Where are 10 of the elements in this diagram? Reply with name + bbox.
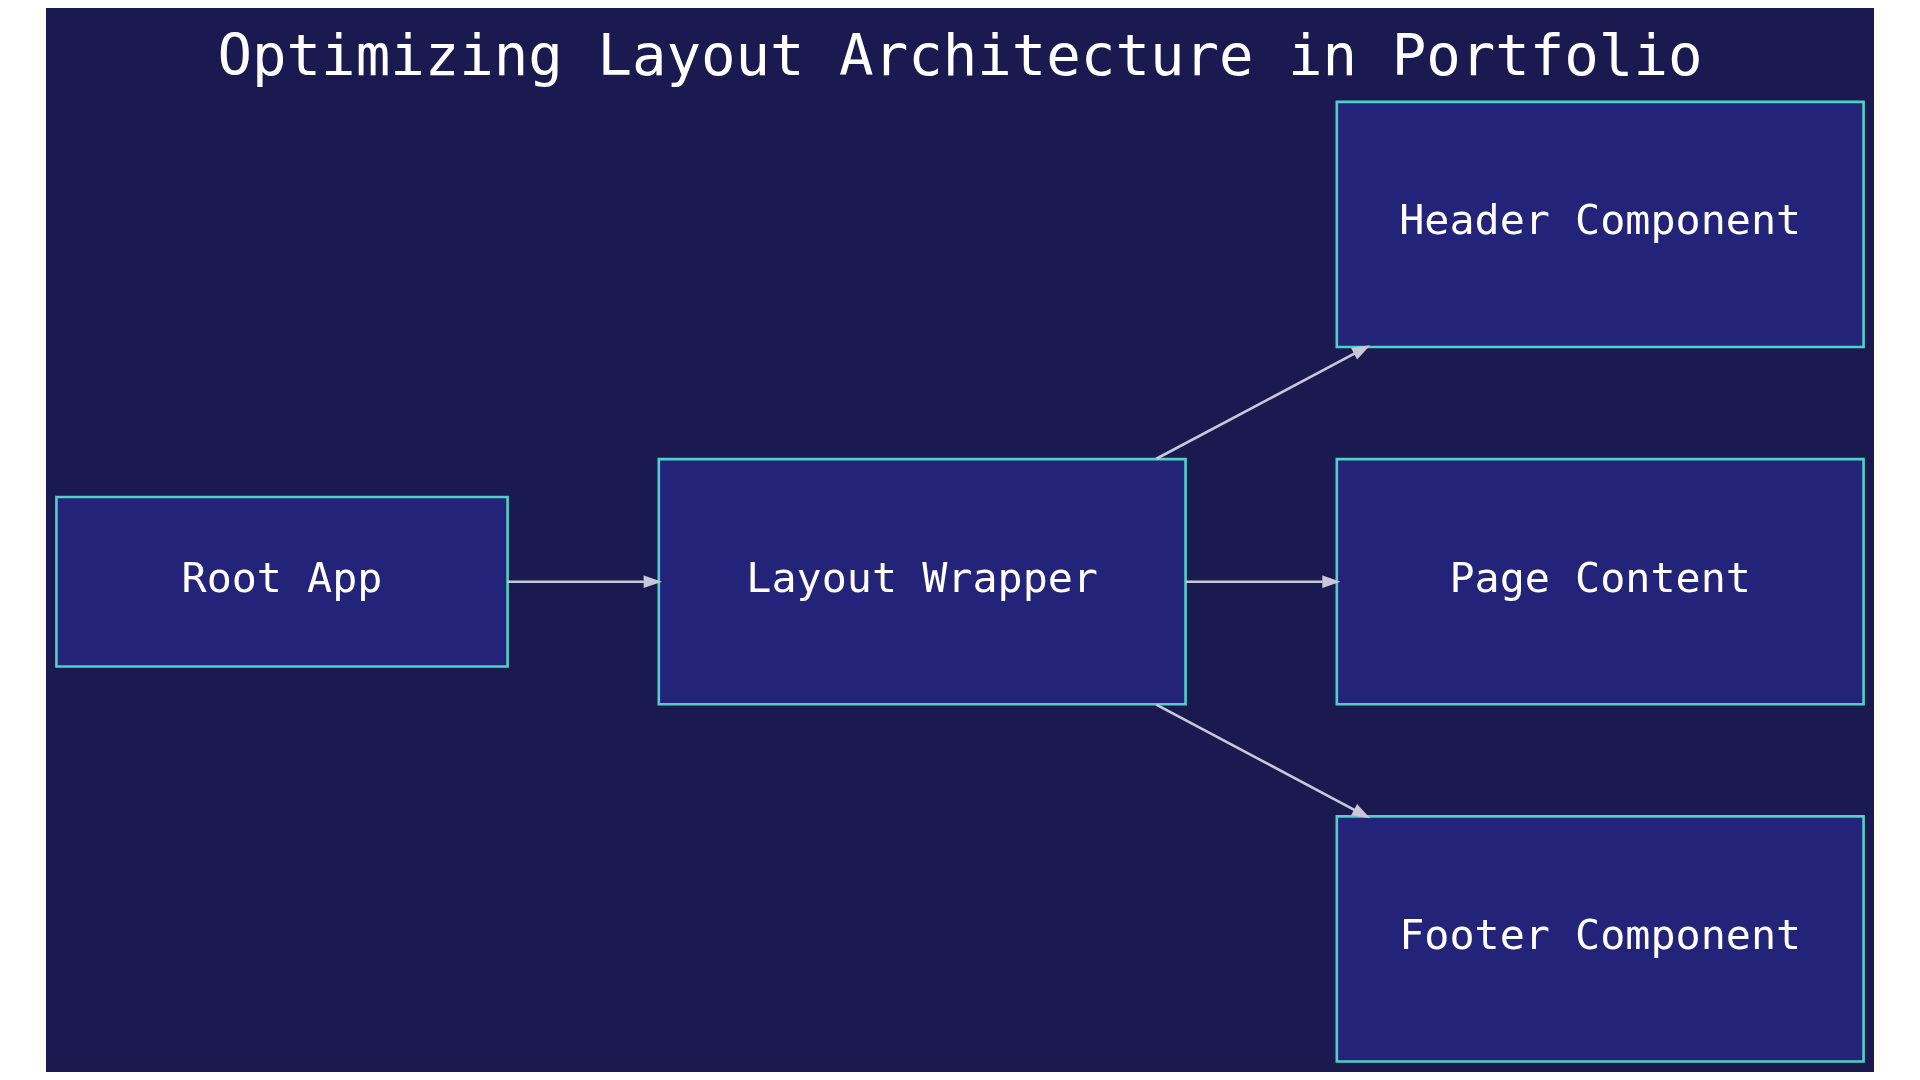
node-box: Header Component bbox=[1335, 100, 1865, 349]
diagram-title: Optimizing Layout Architecture in Portfolio bbox=[217, 21, 1703, 89]
arrow bbox=[1155, 703, 1371, 819]
arrow bbox=[1155, 345, 1371, 460]
node-box: Root App bbox=[55, 495, 509, 668]
node-box: Layout Wrapper bbox=[657, 457, 1187, 706]
node-box: Page Content bbox=[1335, 457, 1865, 706]
node-box: Footer Component bbox=[1335, 815, 1865, 1063]
arrow bbox=[1185, 575, 1341, 589]
arrow bbox=[507, 575, 662, 589]
